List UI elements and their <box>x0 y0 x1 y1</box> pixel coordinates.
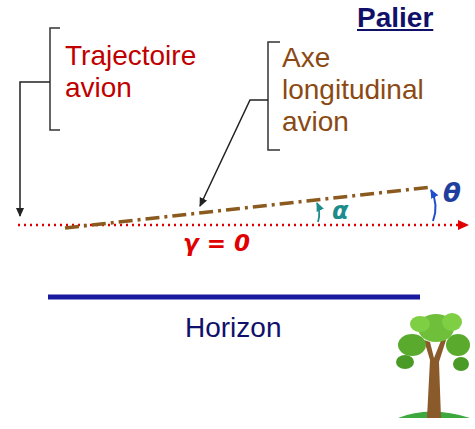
aircraft-axis <box>65 187 432 228</box>
diagram-title: Palier <box>357 2 433 34</box>
bracket <box>50 28 60 130</box>
axis-label: Axe longitudinal avion <box>282 42 452 139</box>
angle-value: γ = 0 <box>183 231 250 256</box>
angle-arc <box>431 190 436 221</box>
angle-arc <box>317 203 319 222</box>
leader-line <box>200 100 268 206</box>
tree-icon <box>396 313 470 418</box>
angle-symbol: α <box>332 199 349 223</box>
leader-line <box>20 82 50 216</box>
angle-symbol: θ <box>443 180 461 206</box>
trajectory-label: Trajectoire avion <box>65 40 250 104</box>
horizon-label: Horizon <box>185 312 281 344</box>
horizon-line <box>48 295 420 300</box>
bracket <box>268 42 280 150</box>
